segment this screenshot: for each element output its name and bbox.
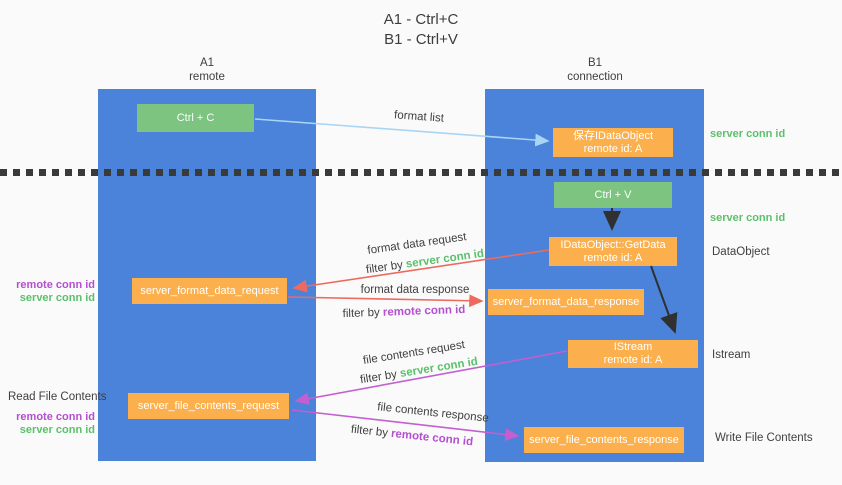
filter-by-text: filter by (342, 306, 384, 321)
title-line-1: A1 - Ctrl+C (383, 11, 459, 28)
server-format-data-request-box: server_format_data_request (132, 278, 287, 304)
istream-line1: IStream (613, 341, 653, 353)
remote-conn-id-annotation-left-2: remote conn id (16, 411, 95, 423)
format-request-label: server_format_data_request (140, 284, 279, 297)
remote-conn-id-text: remote conn id (390, 427, 474, 449)
file-contents-response-label: file contents response (376, 401, 490, 425)
machine-boundary-dotted-line (0, 169, 842, 176)
server-conn-id-annotation-left-1: server conn id (19, 292, 95, 304)
server-file-contents-request-box: server_file_contents_request (128, 393, 289, 419)
right-column-name: B1 (587, 57, 603, 69)
format-list-label: format list (393, 109, 445, 125)
format-response-filter-label: filter by remote conn id (342, 304, 465, 320)
file-response-label: server_file_contents_response (529, 433, 679, 446)
file-response-filter-label: filter by remote conn id (350, 424, 473, 449)
title-line-2: B1 - Ctrl+V (384, 31, 458, 48)
server-conn-id-annotation-mid: server conn id (710, 212, 786, 224)
istream-box: IStream remote id: A (568, 340, 698, 368)
format-response-label: server_format_data_response (492, 295, 640, 308)
format-data-response-label: format data response (360, 284, 470, 296)
remote-conn-id-text: remote conn id (382, 303, 466, 319)
server-conn-id-annotation-top: server conn id (710, 128, 786, 140)
istream-line2: remote id: A (603, 354, 663, 366)
read-file-contents-annotation: Read File Contents (8, 391, 107, 403)
server-format-data-response-box: server_format_data_response (488, 289, 644, 315)
save-idataobject-line2: remote id: A (583, 142, 643, 155)
getdata-line2: remote id: A (583, 251, 643, 264)
filter-by-text: filter by (365, 258, 407, 277)
write-file-contents-annotation: Write File Contents (715, 432, 813, 444)
ctrl-v-box: Ctrl + V (554, 182, 672, 208)
idataobject-getdata-box: IDataObject::GetData remote id: A (549, 237, 677, 266)
remote-conn-id-annotation-left-1: remote conn id (16, 279, 95, 291)
save-idataobject-box: 保存IDataObject remote id: A (553, 128, 673, 157)
ctrl-v-label: Ctrl + V (594, 188, 632, 201)
left-column-name: A1 (199, 57, 215, 69)
ctrl-c-label: Ctrl + C (176, 111, 215, 124)
istream-annotation: Istream (712, 349, 751, 361)
file-request-label: server_file_contents_request (137, 399, 280, 412)
ctrl-c-box: Ctrl + C (137, 104, 254, 132)
diagram-title: A1 - Ctrl+C B1 - Ctrl+V (0, 10, 842, 50)
server-conn-id-text: server conn id (405, 247, 485, 271)
right-column-role: connection (567, 71, 623, 83)
left-column-role: remote (189, 71, 225, 83)
left-column-header: A1 remote (98, 56, 316, 84)
format-data-response-arrow (287, 294, 484, 308)
getdata-line1: IDataObject::GetData (560, 238, 666, 251)
filter-by-text: filter by (359, 368, 401, 387)
right-column-header: B1 connection (485, 56, 705, 84)
server-file-contents-response-box: server_file_contents_response (524, 427, 684, 453)
save-idataobject-line1: 保存IDataObject (572, 129, 654, 142)
filter-by-text: filter by (350, 423, 392, 440)
server-conn-id-annotation-left-2: server conn id (19, 424, 95, 436)
dataobject-annotation: DataObject (712, 246, 770, 258)
